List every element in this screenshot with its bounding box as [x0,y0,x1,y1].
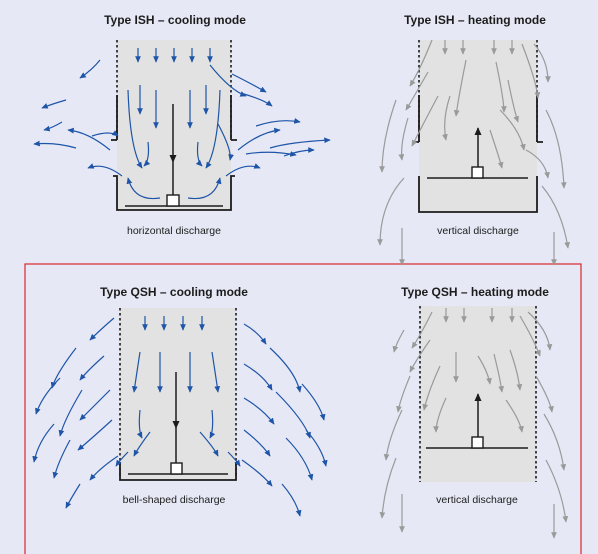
qsh-heating-title: Type QSH – heating mode [401,285,549,299]
qsh-heating-airflow [379,308,569,539]
ish-heating-unit [413,40,543,213]
ish-cooling-airflow [33,48,331,200]
qsh-cooling-title: Type QSH – cooling mode [100,285,248,299]
ish-heating-caption: vertical discharge [437,225,519,237]
qsh-cooling-caption: bell-shaped discharge [122,494,226,506]
ish-heating-title: Type ISH – heating mode [404,13,546,27]
qsh-cooling-unit [119,308,237,481]
qsh-heating-unit [419,306,537,482]
qsh-cooling-airflow [32,316,328,517]
qsh-heating-caption: vertical discharge [436,494,518,506]
ish-cooling-title: Type ISH – cooling mode [104,13,246,27]
ish-cooling-caption: horizontal discharge [127,225,221,237]
ish-heating-airflow [377,39,570,266]
qsh-highlight-frame [24,263,582,554]
